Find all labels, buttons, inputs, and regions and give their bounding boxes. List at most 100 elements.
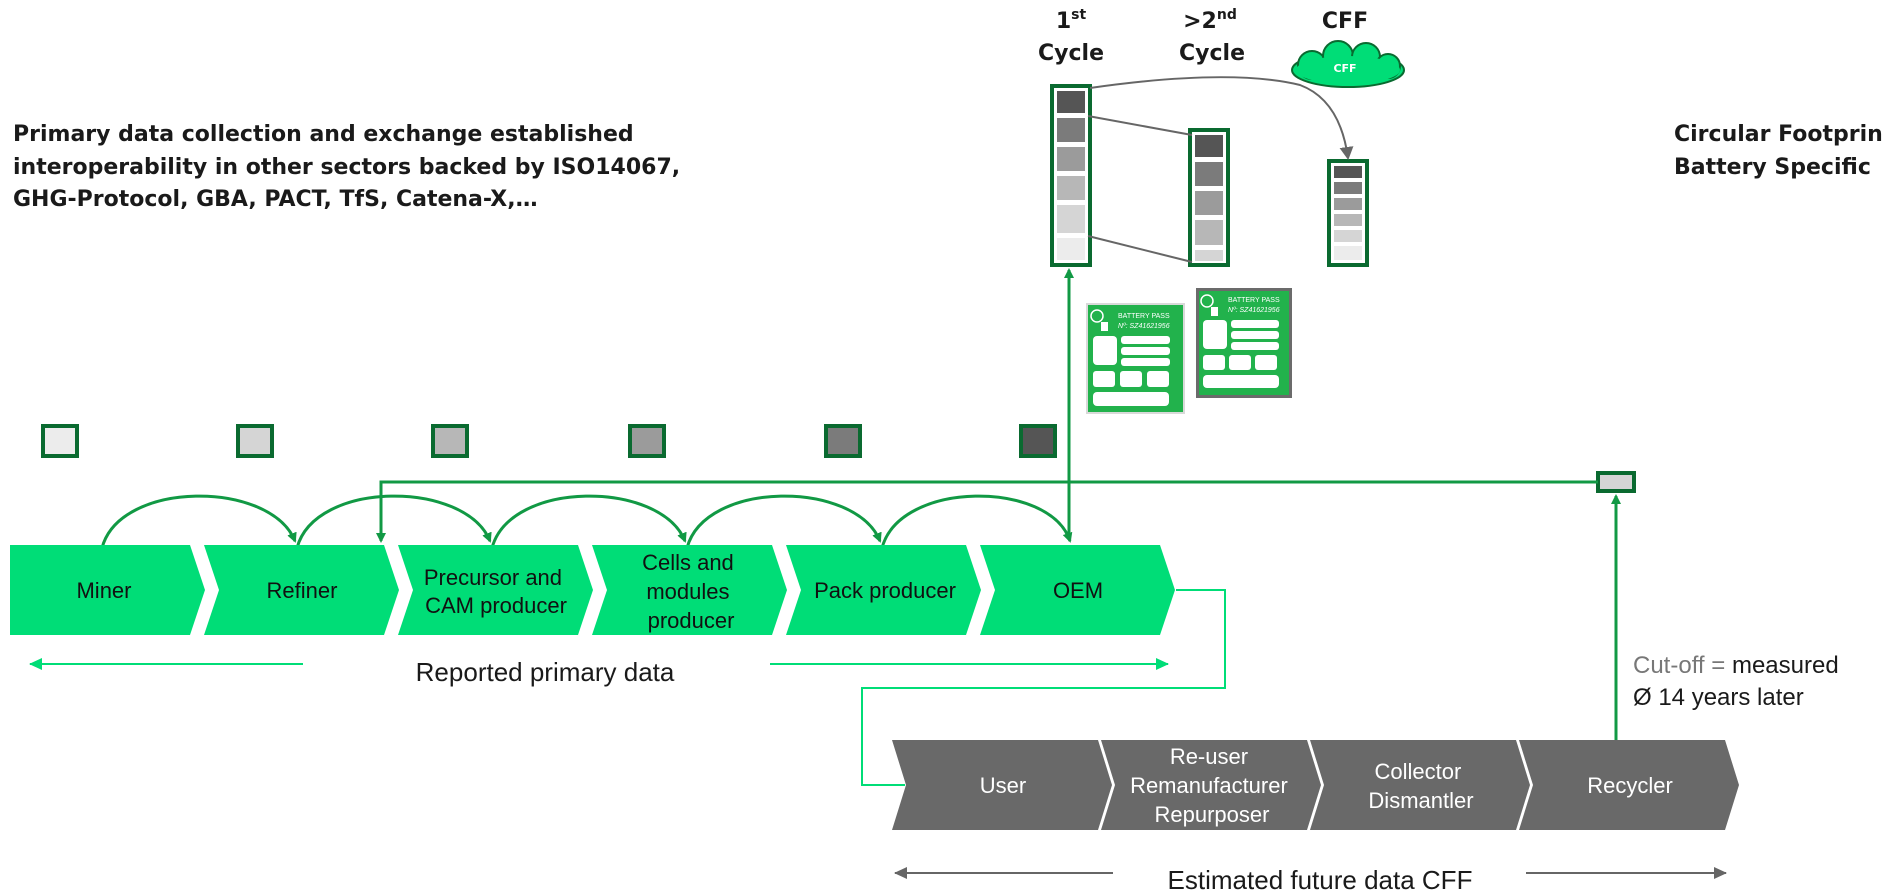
second-cycle-header: >2nd Cycle [1179,7,1245,66]
stage-pack [786,545,981,635]
stage-miner [10,545,205,635]
first-cycle-word: Cycle [1038,41,1104,66]
data-box-refiner [236,424,274,458]
data-box-recycler [1596,471,1636,493]
reported-data-caption: Reported primary data [416,657,675,687]
battery-second-cell-5 [1195,250,1223,261]
data-box-cells [628,424,666,458]
stage-label-pack-line-1: Pack producer [814,578,956,603]
battery-cff-cell-4 [1334,214,1362,226]
stage-label-reuser-line-1: Re-user [1170,744,1248,769]
stage-label-collector-line-1: Collector [1375,759,1462,784]
second-cycle-number: >2 [1183,9,1217,34]
arc-refiner-precursor [295,494,492,549]
stage-label-miner: Miner [76,578,131,603]
battery-to-cff-arrow [1089,76,1354,160]
passport-1-number: Nº: SZ41621956 [1118,323,1170,330]
cutoff-years: Ø 14 years later [1633,684,1804,711]
battery-first-cell-5 [1057,205,1085,233]
battery-second-cell-4 [1195,220,1223,245]
data-box-oem [1019,424,1057,458]
first-cycle-header: 1st Cycle [1038,7,1104,66]
heading-left-line-1: Primary data collection and exchange est… [13,122,634,147]
data-box-precursor [431,424,469,458]
heading-right: Circular Footprin Battery Specific [1674,122,1890,180]
stage-refiner [204,545,399,635]
cutoff-label: Cut-off = [1633,652,1732,679]
stage-data-boxes [41,424,1636,493]
stage-label-cells-line-1: Cells and [642,550,734,575]
second-cycle-sup: nd [1217,7,1237,23]
stage-label-reuser: Re-user Remanufacturer Repurposer [1130,744,1294,827]
data-box-miner [41,424,79,458]
stage-arcs [100,494,1073,549]
cutoff-measured: measured [1732,652,1839,679]
stage-label-cells-line-3: producer [648,608,735,633]
oem-to-user-connector [861,589,1226,786]
battery-link-top [1087,115,1193,136]
first-cycle-sup: st [1071,7,1086,23]
first-cycle-number: 1 [1056,9,1071,34]
battery-first-cell-2 [1057,118,1085,142]
stage-label-cells-line-2: modules [646,579,729,604]
stage-label-precursor-line-2: CAM producer [425,593,567,618]
cff-cloud-text: CFF [1333,62,1356,75]
eu-logo-icon [1200,294,1214,308]
data-box-pack [824,424,862,458]
eu-logo-icon [1090,309,1104,323]
future-data-caption: Estimated future data CFF [1168,865,1473,893]
battery-first-cycle [1050,84,1092,267]
battery-second-cycle [1188,128,1230,267]
battery-second-cell-2 [1195,162,1223,186]
battery-cff-cell-3 [1334,198,1362,210]
arc-cells-pack [685,494,882,549]
upstream-chain: Miner Refiner Precursor and CAM producer… [10,545,1175,635]
battery-first-cell-6 [1057,238,1085,260]
stage-label-oem: OEM [1053,578,1103,603]
cutoff-note: Cut-off = measured Ø 14 years later [1633,652,1845,711]
stage-label-user: User [980,773,1026,798]
stage-label-oem-line-1: OEM [1053,578,1103,603]
stage-label-reuser-line-2: Remanufacturer [1130,773,1288,798]
stage-label-cells: Cells and modules producer [642,550,740,633]
svg-text:>2nd: >2nd [1183,7,1237,34]
stage-label-miner-line-1: Miner [76,578,131,603]
arc-miner-refiner [100,494,297,549]
stage-reuser [1101,740,1321,830]
battery-cff [1327,159,1369,267]
battery-second-cell-3 [1195,191,1223,215]
battery-first-cell-3 [1057,147,1085,171]
heading-left-line-3: GHG-Protocol, GBA, PACT, TfS, Catena-X,… [13,187,538,212]
passport-2-title: BATTERY PASS [1228,297,1280,304]
stage-recycler [1519,740,1739,830]
heading-left-line-2: interoperability in other sectors backed… [13,155,680,180]
battery-cff-cell-2 [1334,182,1362,194]
battery-link-bottom [1087,235,1193,263]
stage-label-precursor-line-1: Precursor and [424,565,562,590]
battery-cff-cell-6 [1334,246,1362,260]
stage-cells [592,545,787,635]
arc-pack-oem [880,494,1073,549]
heading-right-line-2: Battery Specific [1674,155,1871,180]
downstream-chain: User Re-user Remanufacturer Repurposer C… [892,740,1739,830]
passport-1-title: BATTERY PASS [1118,313,1170,320]
stage-label-user-line-1: User [980,773,1026,798]
second-cycle-word: Cycle [1179,41,1245,66]
stage-label-collector-line-2: Dismantler [1368,788,1473,813]
battery-cff-cell-5 [1334,230,1362,242]
battery-second-cell-1 [1195,135,1223,157]
stage-label-reuser-line-3: Repurposer [1155,802,1270,827]
heading-left: Primary data collection and exchange est… [13,122,688,212]
battery-first-cell-1 [1057,91,1085,113]
cff-header: CFF [1322,9,1368,34]
cff-cloud: CFF [1291,40,1405,88]
stage-label-collector: Collector Dismantler [1368,759,1473,813]
stage-precursor [398,545,593,635]
stage-oem [980,545,1175,635]
stage-label-refiner-line-1: Refiner [267,578,338,603]
battery-passport-1: BATTERY PASS Nº: SZ41621956 [1086,303,1185,414]
svg-text:1st: 1st [1056,7,1087,34]
passport-2-number: Nº: SZ41621956 [1228,307,1280,314]
arc-precursor-cells [490,494,687,549]
